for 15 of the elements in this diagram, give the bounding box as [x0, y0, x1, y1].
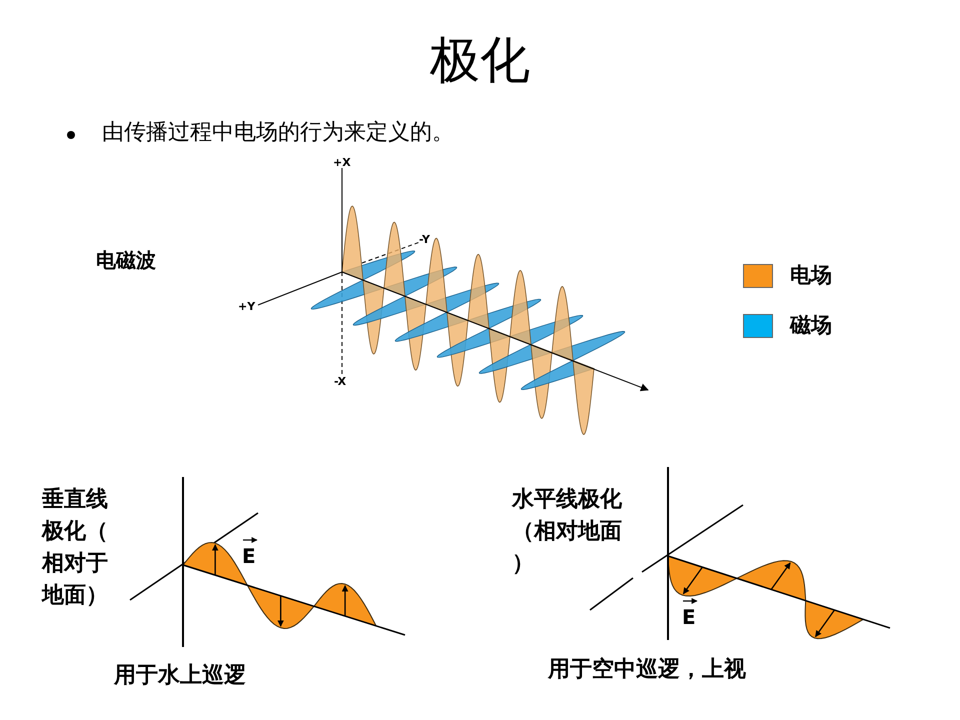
diagram-label: 垂直线极化（相对于地面）	[42, 486, 109, 610]
axis-label: +X	[333, 156, 351, 170]
diagram-label: 水平线极化（相对地面）	[512, 486, 623, 578]
axis-label: +Y	[238, 300, 256, 314]
vector-label: E	[242, 544, 256, 568]
axis-label: -X	[334, 375, 346, 388]
caption-text: 用于水上巡逻	[114, 663, 246, 690]
axis-label: -Y	[419, 233, 430, 246]
caption-text: 用于空中巡逻，上视	[548, 657, 746, 684]
legend-label: 电场	[790, 263, 832, 288]
legend-label: 磁场	[790, 313, 832, 338]
title: 极化	[429, 30, 531, 90]
diagram-label: 电磁波	[96, 248, 156, 272]
bullet-text: 由传播过程中电场的行为来定义的。	[102, 120, 454, 146]
vector-label: E	[682, 605, 696, 629]
